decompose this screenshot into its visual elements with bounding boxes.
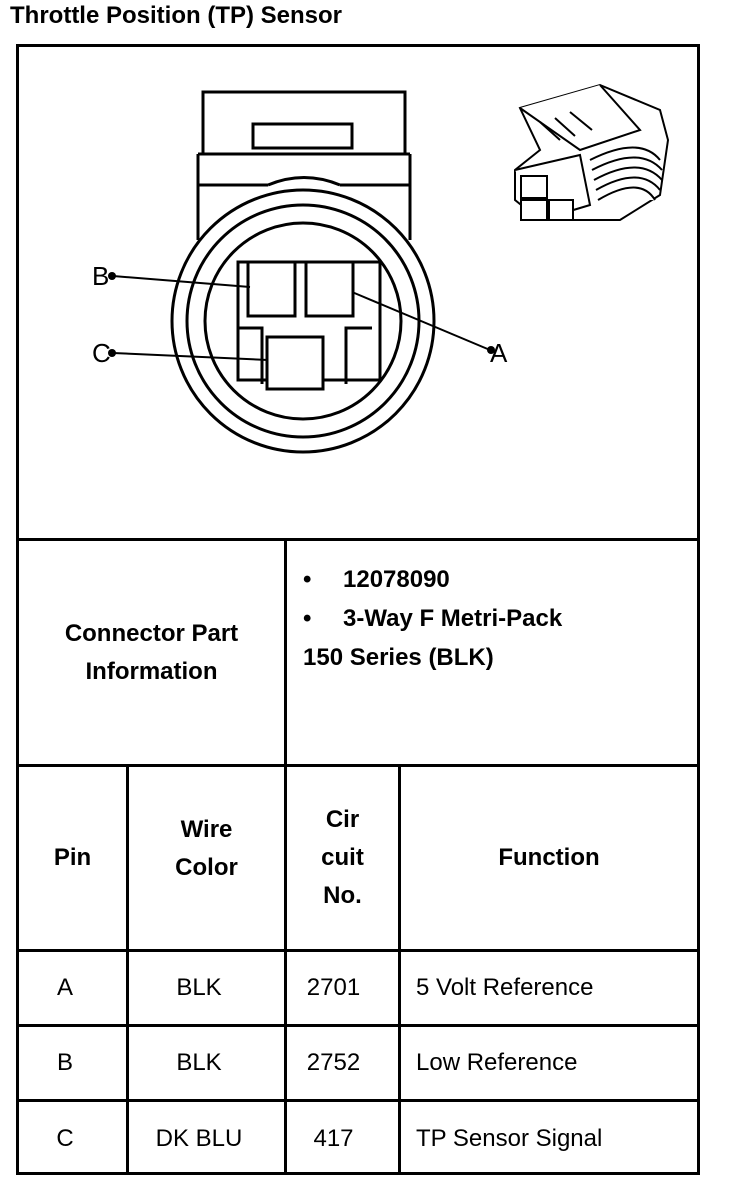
connector-outer-ring [170, 188, 436, 454]
connector-part-label-line2: Information [85, 657, 218, 685]
connector-part-label: Connector Part Information [19, 541, 284, 764]
leader-a [351, 291, 491, 351]
connector-inner-ring [203, 221, 403, 421]
header-circuit-line1: Cir [325, 806, 360, 833]
col-divider-wire [284, 764, 287, 1175]
leader-c [112, 352, 269, 361]
row-c-pin: C [56, 1124, 74, 1152]
col-divider-circuit [398, 764, 401, 1175]
terminal-b [246, 260, 297, 318]
pin-label-b: B [92, 261, 109, 291]
connector-part-details: • 12078090 • 3-Way F Metri-Pack 150 Series… [303, 560, 562, 677]
part-number: 12078090 [343, 566, 450, 593]
bullet-symbol: • [303, 605, 312, 632]
connector-info-frame [16, 44, 700, 1175]
part-continuation: 150 Series (BLK) [303, 644, 494, 671]
row-b-wire-color: BLK [176, 1049, 222, 1076]
header-wire-color-line1: Wire [180, 816, 233, 843]
header-pin: Pin [53, 844, 92, 871]
part-description: 3-Way F Metri-Pack [343, 605, 563, 632]
page-title: Throttle Position (TP) Sensor [10, 2, 343, 29]
header-circuit: Cir cuit No. [287, 767, 398, 949]
row-b-circuit: 2752 [306, 1049, 361, 1076]
bullet-symbol: • [303, 566, 312, 593]
terminal-a [304, 260, 355, 318]
connector-part-label-line1: Connector Part [64, 619, 239, 647]
terminal-c [265, 335, 325, 391]
row-c-function: TP Sensor Signal [416, 1124, 603, 1152]
header-wire-color: Wire Color [129, 767, 284, 949]
header-wire-color-line2: Color [175, 854, 238, 881]
header-circuit-line3: No. [323, 882, 362, 909]
row-a-wire-color: BLK [176, 974, 222, 1001]
row-b-function: Low Reference [416, 1049, 578, 1076]
pin-label-c: C [92, 338, 111, 368]
connector-diagram: B C A [92, 83, 670, 454]
header-function: Function [498, 844, 600, 871]
row-divider-header [16, 949, 700, 952]
connector-thumbnail [514, 83, 670, 221]
row-c-wire-color: DK BLU [155, 1124, 243, 1152]
latch-window [251, 122, 354, 150]
row-b-pin: B [56, 1049, 73, 1076]
row-divider-part [16, 764, 700, 767]
col-divider-pin [126, 764, 129, 1175]
header-circuit-line2: cuit [321, 844, 364, 871]
row-divider-b [16, 1099, 700, 1102]
row-c-circuit: 417 [313, 1124, 354, 1152]
pin-label-a: A [490, 338, 508, 368]
row-divider-a [16, 1024, 700, 1027]
connector-body-top [196, 152, 412, 240]
part-bullet-2: • 3-Way F Metri-Pack [303, 599, 562, 638]
row-a-function: 5 Volt Reference [416, 974, 594, 1001]
part-bullet-1: • 12078090 [303, 560, 562, 599]
row-a-pin: A [56, 974, 73, 1001]
row-divider-diagram [16, 538, 700, 541]
leader-b [112, 275, 251, 288]
col-divider-part [284, 538, 287, 764]
row-a-circuit: 2701 [306, 974, 361, 1001]
